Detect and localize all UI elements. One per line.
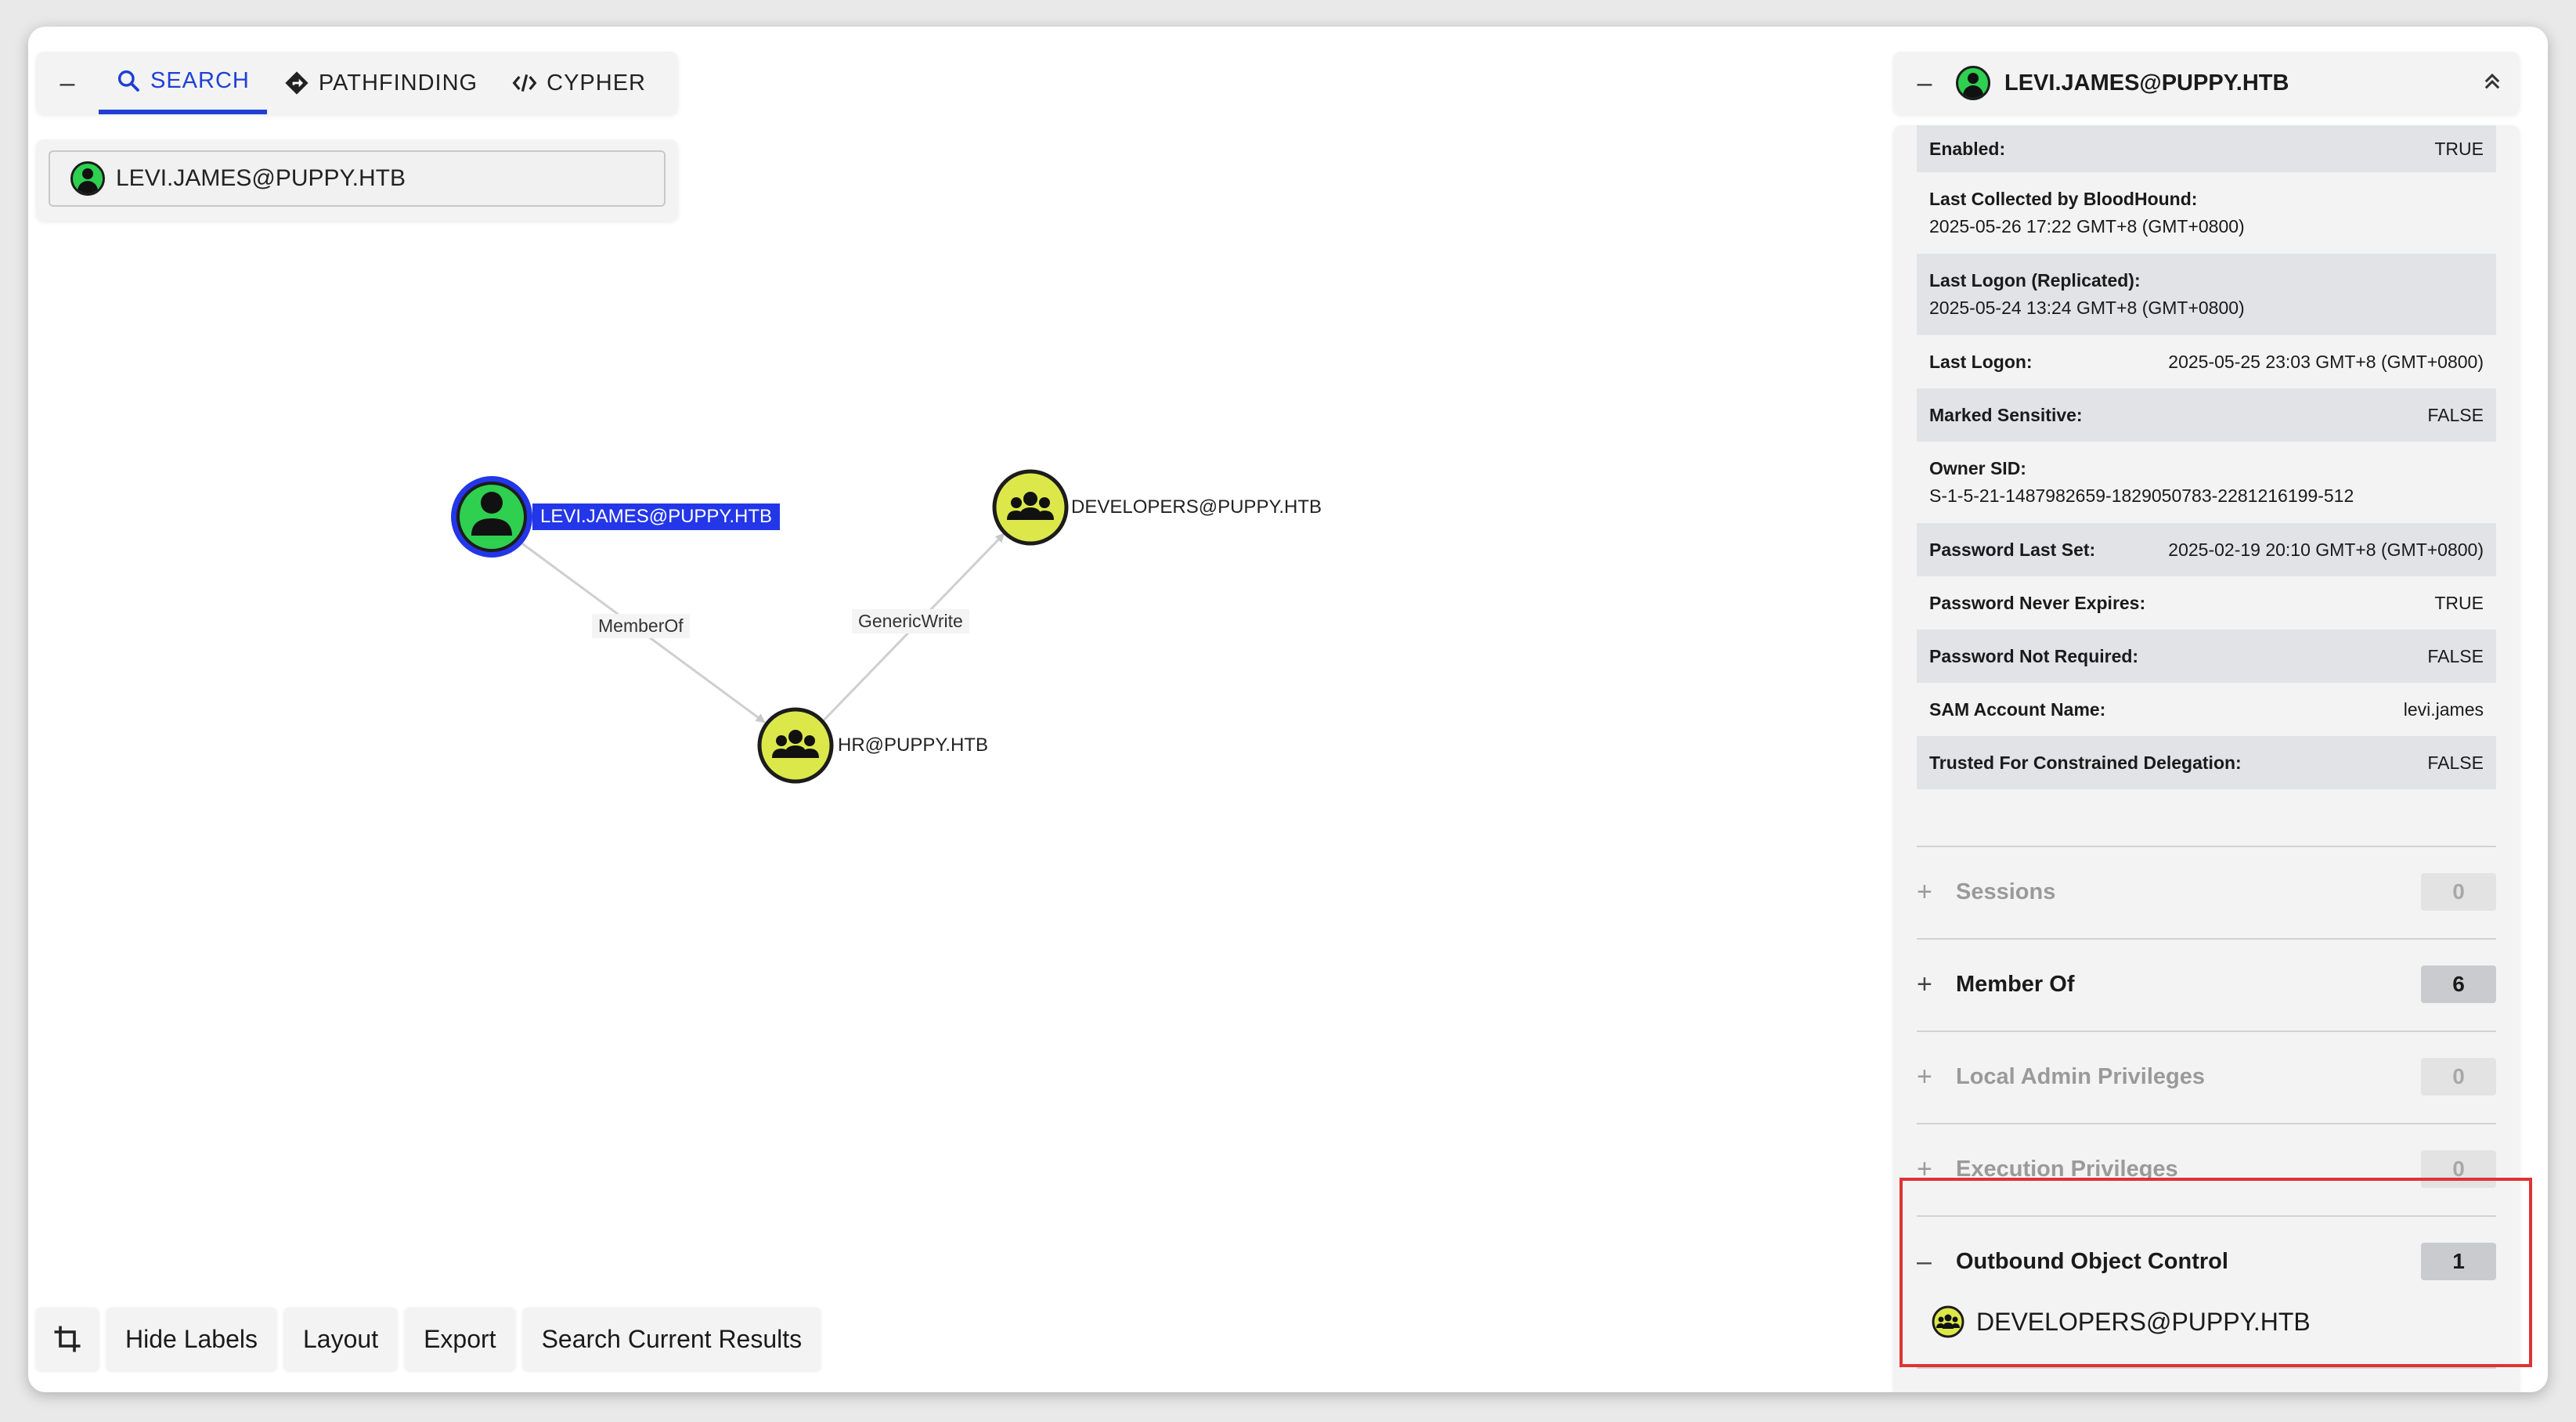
property-key: Marked Sensitive:: [1929, 404, 2083, 425]
section-title: Member Of: [1956, 971, 2075, 997]
outbound-item-label: DEVELOPERS@PUPPY.HTB: [1976, 1307, 2311, 1336]
section-title: Execution Privileges: [1956, 1156, 2178, 1182]
node-info-header: – LEVI.JAMES@PUPPY.HTB: [1893, 52, 2520, 114]
section-count-badge: 1: [2421, 1243, 2496, 1280]
section-execution-privileges[interactable]: + Execution Privileges 0: [1917, 1123, 2496, 1214]
crop-button[interactable]: [36, 1308, 99, 1370]
property-value: 2025-05-25 23:03 GMT+8 (GMT+0800): [2168, 351, 2484, 372]
code-icon: [512, 74, 537, 92]
expand-icon: +: [1917, 969, 1932, 999]
property-key: Owner SID:: [1929, 458, 2026, 478]
property-key: Last Logon:: [1929, 351, 2033, 372]
property-key: SAM Account Name:: [1929, 698, 2106, 720]
tab-pathfinding-label: PATHFINDING: [318, 70, 478, 96]
tab-search-label: SEARCH: [150, 67, 250, 93]
section-member-of[interactable]: + Member Of 6: [1917, 938, 2496, 1029]
property-row: Enabled: TRUE: [1917, 125, 2496, 172]
property-value: 2025-05-26 17:22 GMT+8 (GMT+0800): [1929, 216, 2245, 236]
property-key: Password Not Required:: [1929, 645, 2139, 666]
node-label-hr[interactable]: HR@PUPPY.HTB: [838, 734, 988, 756]
edge-label-genericwrite[interactable]: GenericWrite: [852, 609, 969, 633]
divider: [1917, 1367, 2496, 1369]
hide-labels-button[interactable]: Hide Labels: [106, 1308, 276, 1370]
node-info-title-text: LEVI.JAMES@PUPPY.HTB: [2004, 70, 2289, 96]
node-label-developers[interactable]: DEVELOPERS@PUPPY.HTB: [1071, 496, 1322, 518]
property-value: 2025-05-24 13:24 GMT+8 (GMT+0800): [1929, 298, 2245, 318]
section-outbound-object-control[interactable]: – Outbound Object Control 1: [1917, 1215, 2496, 1306]
property-row: SAM Account Name: levi.james: [1917, 683, 2496, 736]
annotation-highlight-box: [1900, 1178, 2532, 1367]
property-row: Password Last Set: 2025-02-19 20:10 GMT+…: [1917, 523, 2496, 576]
node-group-hr[interactable]: [757, 707, 834, 784]
node-group-developers[interactable]: [992, 469, 1069, 546]
search-input[interactable]: LEVI.JAMES@PUPPY.HTB: [49, 150, 666, 207]
search-panel: LEVI.JAMES@PUPPY.HTB: [36, 139, 678, 221]
graph-edges-layer: [451, 469, 1069, 784]
expand-icon: +: [1917, 1153, 1932, 1184]
graph-toolbar: Hide Labels Layout Export Search Current…: [36, 1308, 821, 1370]
export-button[interactable]: Export: [405, 1308, 515, 1370]
property-row: Last Logon (Replicated): 2025-05-24 13:2…: [1917, 254, 2496, 335]
tab-cypher[interactable]: CYPHER: [495, 52, 663, 114]
section-count-badge: 6: [2421, 965, 2496, 1003]
properties-table: Enabled: TRUE Last Collected by BloodHou…: [1917, 125, 2496, 789]
search-tab-bar: – SEARCH PATHFINDING CYPHER: [36, 52, 678, 114]
property-value: levi.james: [2403, 698, 2484, 720]
property-value: TRUE: [2434, 138, 2484, 159]
property-value: 2025-02-19 20:10 GMT+8 (GMT+0800): [2168, 539, 2484, 560]
tab-search[interactable]: SEARCH: [99, 52, 267, 114]
section-sessions[interactable]: + Sessions 0: [1917, 846, 2496, 937]
property-key: Last Collected by BloodHound:: [1929, 189, 2198, 209]
property-key: Password Never Expires:: [1929, 592, 2146, 613]
section-title: Sessions: [1956, 879, 2056, 904]
node-info-title: LEVI.JAMES@PUPPY.HTB: [1956, 66, 2465, 100]
node-info-panel[interactable]: Enabled: TRUE Last Collected by BloodHou…: [1893, 125, 2520, 1392]
graph-canvas[interactable]: LEVI.JAMES@PUPPY.HTB DEVELOPERS@PUPPY.HT…: [28, 27, 1892, 1392]
user-icon: [1956, 66, 1990, 100]
tab-cypher-label: CYPHER: [547, 70, 646, 96]
property-row: Marked Sensitive: FALSE: [1917, 388, 2496, 442]
collapse-search-button[interactable]: –: [60, 67, 75, 98]
search-current-results-button[interactable]: Search Current Results: [522, 1308, 821, 1370]
chevron-double-up-icon[interactable]: [2465, 70, 2520, 97]
property-row: Last Collected by BloodHound: 2025-05-26…: [1917, 172, 2496, 254]
section-local-admin-privileges[interactable]: + Local Admin Privileges 0: [1917, 1030, 2496, 1121]
node-user[interactable]: [451, 476, 532, 558]
search-icon: [117, 70, 139, 92]
section-count-badge: 0: [2421, 873, 2496, 911]
layout-button[interactable]: Layout: [284, 1308, 398, 1370]
expand-icon: +: [1917, 876, 1932, 907]
property-row: Password Not Required: FALSE: [1917, 630, 2496, 683]
property-value: FALSE: [2427, 752, 2484, 773]
outbound-item-developers[interactable]: DEVELOPERS@PUPPY.HTB: [1931, 1305, 2311, 1339]
section-title: Local Admin Privileges: [1956, 1063, 2206, 1089]
expand-icon: +: [1917, 1061, 1932, 1092]
group-icon: [1932, 1305, 1964, 1338]
pathfinding-icon: [285, 71, 308, 95]
section-count-badge: 0: [2421, 1058, 2496, 1095]
property-row: Owner SID: S-1-5-21-1487982659-182905078…: [1917, 442, 2496, 523]
tab-pathfinding[interactable]: PATHFINDING: [267, 52, 495, 114]
property-value: FALSE: [2427, 404, 2484, 425]
search-input-value: LEVI.JAMES@PUPPY.HTB: [116, 165, 406, 191]
property-row: Trusted For Constrained Delegation: FALS…: [1917, 736, 2496, 789]
property-row: Last Logon: 2025-05-25 23:03 GMT+8 (GMT+…: [1917, 335, 2496, 388]
property-key: Enabled:: [1929, 138, 2006, 159]
crop-icon: [54, 1326, 81, 1352]
collapse-info-button[interactable]: –: [1917, 67, 1932, 98]
node-label-user[interactable]: LEVI.JAMES@PUPPY.HTB: [532, 503, 781, 530]
property-key: Trusted For Constrained Delegation:: [1929, 752, 2242, 773]
section-title: Outbound Object Control: [1956, 1248, 2228, 1274]
property-value: TRUE: [2434, 592, 2484, 613]
property-row: Password Never Expires: TRUE: [1917, 576, 2496, 630]
section-count-badge: 0: [2421, 1150, 2496, 1188]
property-key: Password Last Set:: [1929, 539, 2096, 560]
property-value: FALSE: [2427, 645, 2484, 666]
property-key: Last Logon (Replicated):: [1929, 270, 2141, 291]
user-icon: [70, 161, 105, 196]
property-value: S-1-5-21-1487982659-1829050783-228121619…: [1929, 485, 2354, 506]
app-window: LEVI.JAMES@PUPPY.HTB DEVELOPERS@PUPPY.HT…: [28, 27, 2548, 1392]
edge-label-memberof[interactable]: MemberOf: [592, 614, 690, 638]
collapse-icon: –: [1917, 1246, 1932, 1276]
